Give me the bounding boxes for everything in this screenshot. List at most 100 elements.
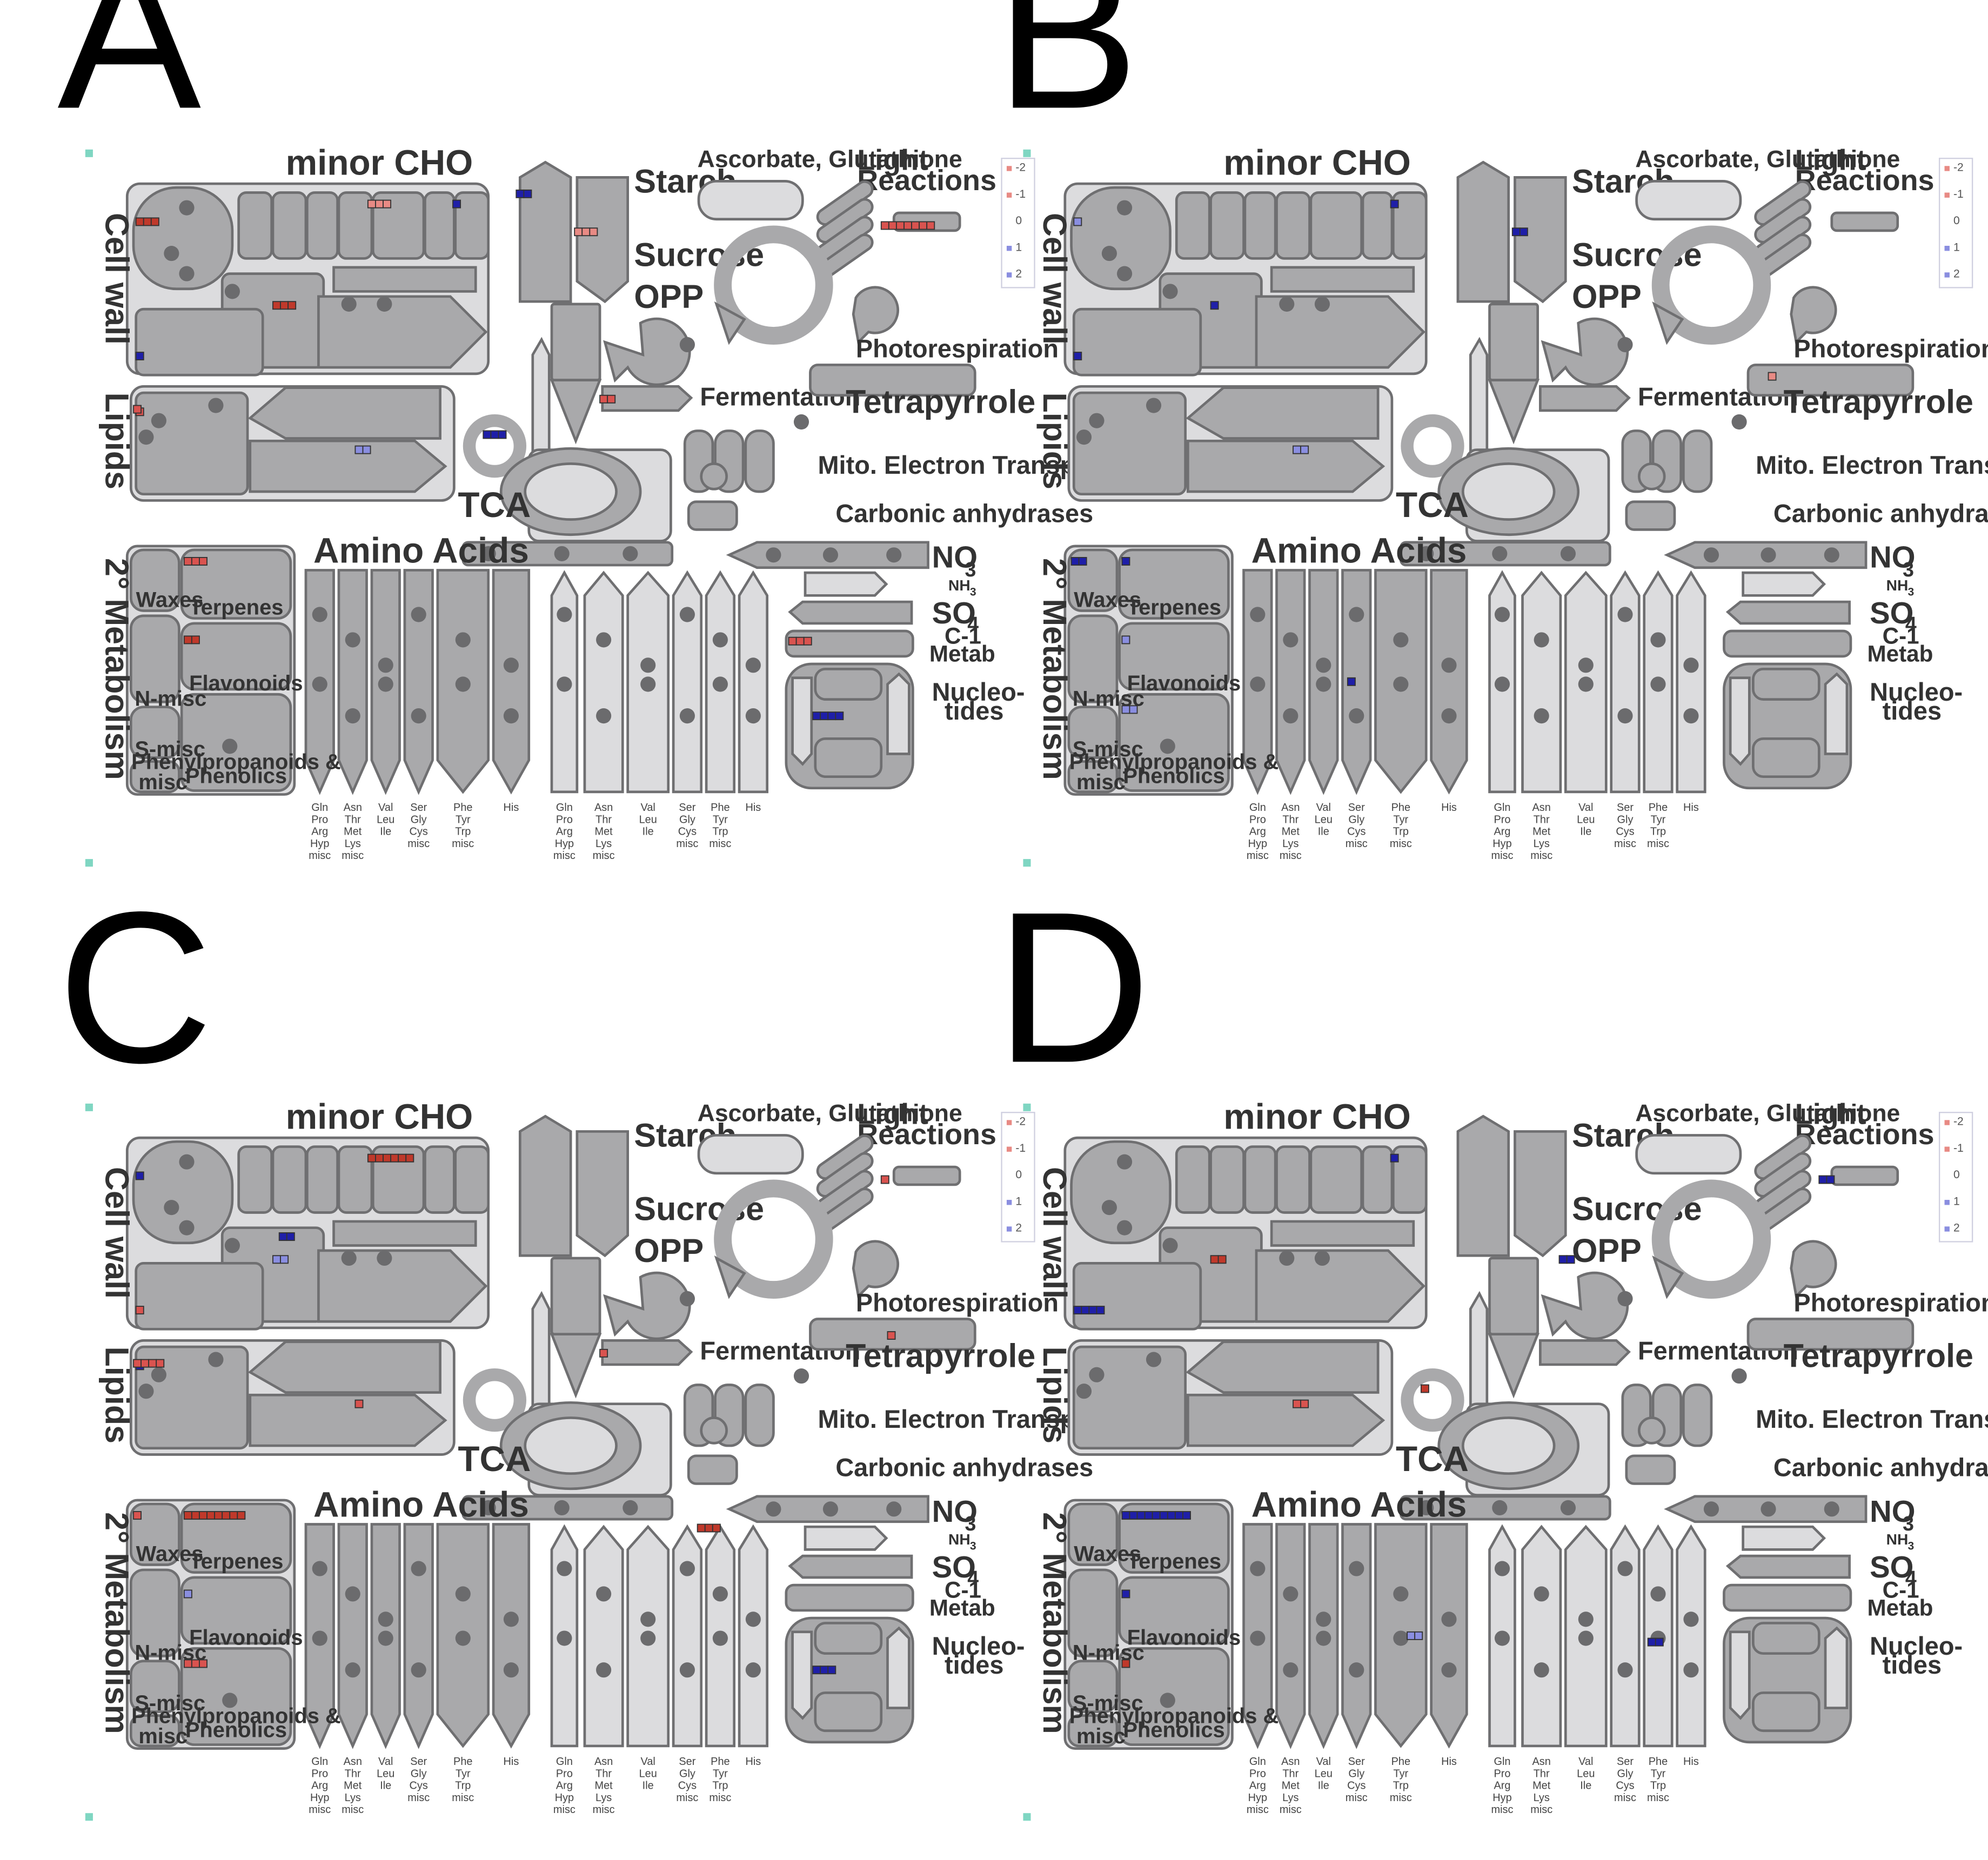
- amino-acid-name: Trp: [455, 826, 471, 838]
- amino-acid-name: Trp: [1650, 1780, 1666, 1792]
- cell-wall-arrow-top: [332, 266, 477, 293]
- nh3-subscript: 3: [970, 586, 976, 598]
- amino-acid-name: Pro: [1494, 814, 1510, 825]
- so4-label: SO: [1870, 596, 1913, 630]
- amino-acid-name: Asn: [1532, 1756, 1551, 1768]
- amino-acid-name: Cys: [410, 826, 428, 838]
- mito-complex-round: [700, 462, 728, 491]
- amino-acid-name: misc: [709, 838, 731, 850]
- flavonoids-label: Flavonoids: [189, 672, 303, 695]
- minor-cho-cell: [237, 191, 273, 260]
- data-point-dot: [345, 632, 360, 648]
- expression-mark: [135, 352, 144, 361]
- data-point-dot: [679, 708, 695, 724]
- amino-acid-name: Ile: [380, 1780, 391, 1792]
- data-point-dot: [1494, 1630, 1510, 1646]
- opp-label: OPP: [634, 1232, 704, 1269]
- phenyl-label: Phenylpropanoids &: [131, 1704, 341, 1728]
- amino-acid-column: [583, 570, 624, 794]
- carbonic-box: [1625, 500, 1676, 531]
- legend-swatch: [1944, 1226, 1950, 1232]
- data-point-dot: [1089, 1367, 1105, 1382]
- nh3-subscript: 3: [1908, 1540, 1915, 1552]
- corner-marker: [85, 149, 93, 157]
- data-point-dot: [222, 738, 238, 754]
- data-point-dot: [1617, 1291, 1633, 1307]
- lipids-box: [1072, 1345, 1187, 1450]
- expression-mark: [398, 1153, 407, 1163]
- nh3-subscript: 3: [970, 1540, 976, 1552]
- minor-cho-cell: [454, 191, 490, 260]
- amino-acid-name: Ser: [1348, 1756, 1365, 1768]
- amino-acid-name: Val: [641, 1756, 655, 1768]
- mito-label: Mito. Electron Transport: [818, 451, 1109, 479]
- sucrose-box: [1514, 176, 1567, 304]
- amino-acid-name: misc: [553, 1804, 575, 1816]
- data-point-dot: [480, 546, 496, 561]
- cell-wall-arrow: [317, 1249, 488, 1323]
- data-point-dot: [1160, 738, 1175, 754]
- carbonic-label: Carbonic anhydrases: [1773, 1453, 1988, 1481]
- amino-acid-name: Hyp: [1492, 1792, 1511, 1804]
- so4-arrow: [1725, 1554, 1851, 1579]
- calvin-arrow: [1652, 301, 1684, 345]
- nucleotides-box: [814, 737, 883, 778]
- legend-value: 2: [1015, 268, 1022, 280]
- tca-small-cycle: [463, 1368, 527, 1432]
- mito-complex: [1682, 1384, 1713, 1447]
- s-misc-box: [129, 1660, 180, 1713]
- amino-acid-name: Gln: [1494, 802, 1510, 814]
- cell-wall-box: [1072, 1261, 1202, 1331]
- tetrapyrrole-label: Tetrapyrrole: [1784, 1338, 1973, 1374]
- expression-mark: [712, 1523, 721, 1533]
- data-point-dot: [1578, 1611, 1594, 1627]
- data-point-dot: [745, 657, 761, 673]
- data-point-dot: [1283, 708, 1298, 724]
- panel-letter: A: [57, 0, 202, 153]
- data-point-dot: [1349, 1561, 1364, 1576]
- expression-mark: [354, 1399, 364, 1408]
- corner-marker: [85, 1813, 93, 1821]
- legend-value: -1: [1015, 1142, 1026, 1154]
- amino-acid-name: Cys: [410, 1780, 428, 1792]
- amino-acid-name: Tyr: [1651, 814, 1666, 825]
- misc-box: [129, 760, 180, 794]
- nucleotides-label: Nucleo-: [932, 1632, 1025, 1660]
- corner-marker: [85, 1103, 93, 1111]
- expression-mark: [926, 221, 935, 230]
- lipids-arrow-top: [1186, 1340, 1380, 1394]
- expression-mark: [788, 636, 797, 646]
- data-point-dot: [1146, 398, 1162, 413]
- so4-subscript: 4: [1905, 1567, 1917, 1589]
- data-point-dot: [1703, 547, 1719, 563]
- amino-acid-name: Lys: [345, 1792, 361, 1804]
- so4-subscript: 4: [1905, 613, 1917, 635]
- misc-label: misc: [138, 1724, 188, 1748]
- expression-mark: [919, 221, 928, 230]
- amino-acid-name: Gln: [556, 802, 573, 814]
- expression-mark: [1210, 301, 1219, 310]
- mito-label: Mito. Electron Transport: [1756, 451, 1988, 479]
- terpenes-label: Terpenes: [189, 1550, 283, 1574]
- calvin-cycle: [714, 225, 833, 345]
- terpenes-box: [180, 1502, 292, 1574]
- data-point-dot: [1617, 337, 1633, 353]
- terpenes-label: Terpenes: [1127, 1550, 1221, 1574]
- nucleotides-label-2: tides: [1883, 697, 1942, 725]
- amino-acid-name: misc: [452, 1792, 474, 1804]
- opp-cycle: [1541, 317, 1629, 386]
- calvin-cycle: [1651, 1179, 1771, 1299]
- lipids-arrow-top: [1186, 386, 1380, 440]
- data-point-dot: [1534, 1586, 1549, 1602]
- amino-acid-name: Hyp: [1492, 838, 1511, 850]
- amino-acid-column: [1676, 570, 1706, 794]
- expression-mark: [911, 221, 920, 230]
- data-point-dot: [455, 1630, 471, 1646]
- expression-mark: [278, 1232, 287, 1241]
- misc-label: misc: [1076, 770, 1126, 794]
- data-point-dot: [1824, 1501, 1839, 1517]
- amino-acid-name: His: [504, 1756, 519, 1768]
- s-misc-box: [129, 706, 180, 759]
- legend-swatch: [1944, 1200, 1950, 1205]
- amino-acid-name: Ile: [1318, 826, 1329, 838]
